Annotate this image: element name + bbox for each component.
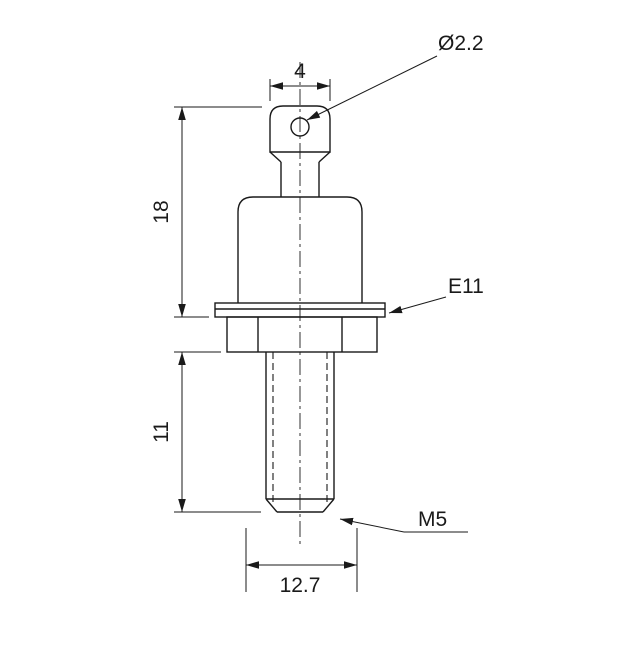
dim-label-package-code: E11	[448, 275, 484, 298]
dim-label-stud-length: 11	[150, 421, 173, 443]
terminal-neck	[280, 162, 320, 197]
dimension-body-height: 18	[150, 106, 262, 318]
component-outline	[214, 62, 386, 545]
dim-label-tab-width: 4	[294, 60, 306, 83]
dimension-stud-length: 11	[150, 351, 261, 513]
label-thread-spec: M5	[339, 508, 468, 533]
tab-neck-taper-right	[318, 151, 331, 163]
dimension-hex-width: 12.7	[245, 528, 358, 597]
label-package-code: E11	[388, 275, 484, 314]
dim-label-hole-diameter: Ø2.2	[438, 32, 484, 55]
dimension-tab-width: 4	[269, 60, 331, 101]
terminal-tab-outline	[269, 105, 331, 153]
dim-label-hex-width: 12.7	[280, 574, 321, 597]
dim-label-body-height: 18	[150, 200, 173, 223]
dimension-hole-diameter: Ø2.2	[306, 32, 484, 121]
threaded-stud	[265, 352, 335, 513]
dim-label-thread-spec: M5	[418, 508, 447, 531]
tab-neck-taper-left	[269, 151, 282, 163]
hex-section	[226, 316, 378, 353]
